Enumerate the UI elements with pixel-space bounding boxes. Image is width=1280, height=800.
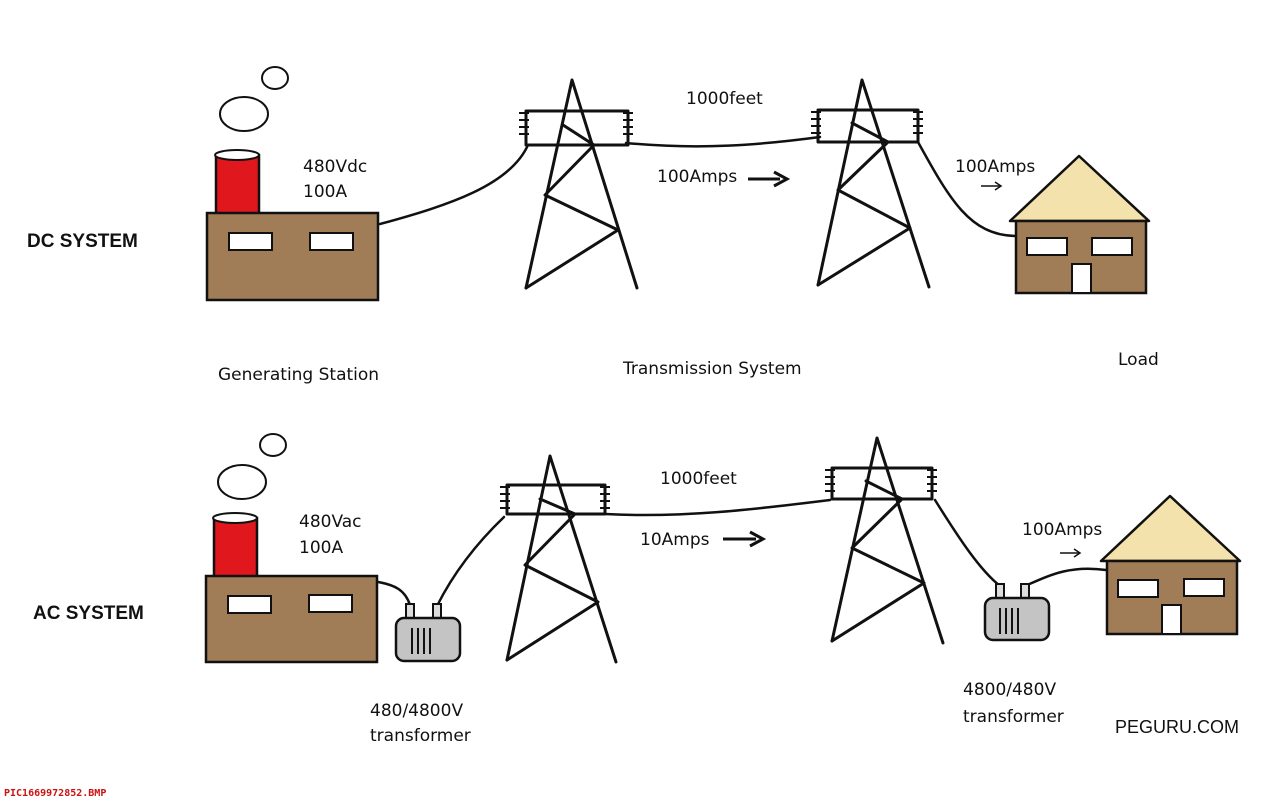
ac-step-up-rating: 480/4800V bbox=[370, 701, 463, 721]
dc-source-current: 100A bbox=[303, 182, 347, 202]
ac-step-up-label: transformer bbox=[370, 726, 471, 746]
dc-load-house bbox=[1008, 154, 1151, 295]
dc-system-label: DC SYSTEM bbox=[27, 231, 138, 252]
ac-station-building bbox=[204, 574, 379, 664]
caption-generating-station: Generating Station bbox=[218, 365, 379, 385]
dc-load-wire bbox=[916, 140, 1017, 238]
ac-load-current: 100Amps bbox=[1022, 520, 1102, 540]
ac-transformer-to-load-wire bbox=[1023, 567, 1108, 588]
dc-system: DC SYSTEM 480Vdc 100A bbox=[27, 66, 1151, 302]
ac-generating-station bbox=[204, 433, 379, 664]
ac-current-arrow-icon bbox=[723, 530, 767, 548]
ac-step-up-transformer-icon bbox=[394, 603, 462, 663]
dc-station-building bbox=[205, 211, 380, 302]
ac-load-house bbox=[1099, 494, 1242, 636]
ac-step-down-rating: 4800/480V bbox=[963, 680, 1056, 700]
ac-tower-2 bbox=[825, 436, 945, 645]
ac-chimney bbox=[212, 516, 259, 580]
ac-smoke-icon bbox=[217, 433, 287, 500]
ac-system-label: AC SYSTEM bbox=[33, 603, 144, 624]
dc-tower-1 bbox=[519, 78, 639, 290]
dc-source-voltage: 480Vdc bbox=[303, 157, 367, 177]
dc-chimney bbox=[214, 153, 261, 219]
dc-load-current: 100Amps bbox=[955, 157, 1035, 177]
ac-step-down-transformer-icon bbox=[983, 583, 1051, 642]
ac-tower-to-transformer-wire bbox=[933, 498, 1002, 588]
watermark: PEGURU.COM bbox=[1115, 717, 1239, 737]
filename-label: PIC1669972852.BMP bbox=[4, 788, 106, 799]
ac-step-down-label: transformer bbox=[963, 707, 1064, 727]
dc-span-length: 1000feet bbox=[686, 89, 763, 109]
ac-system: AC SYSTEM 480Vac 100A bbox=[33, 433, 1242, 746]
ac-line-current: 10Amps bbox=[640, 530, 710, 550]
ac-station-to-transformer-wire bbox=[376, 580, 412, 607]
ac-span-length: 1000feet bbox=[660, 469, 737, 489]
ac-tower-1 bbox=[500, 454, 618, 664]
caption-transmission-system: Transmission System bbox=[622, 359, 802, 379]
dc-line-current: 100Amps bbox=[657, 167, 737, 187]
ac-load-arrow-icon bbox=[1060, 548, 1082, 558]
dc-current-arrow-icon bbox=[748, 170, 791, 188]
dc-tower-2 bbox=[811, 78, 931, 289]
caption-load: Load bbox=[1118, 350, 1159, 370]
dc-feeder-wire bbox=[378, 143, 530, 226]
dc-generating-station bbox=[205, 66, 380, 302]
dc-transmission-line bbox=[624, 135, 822, 148]
ac-source-voltage: 480Vac bbox=[299, 512, 362, 532]
ac-transmission-line bbox=[603, 498, 832, 517]
ac-source-current: 100A bbox=[299, 538, 343, 558]
dc-smoke-icon bbox=[219, 66, 289, 132]
ac-transformer-to-tower-wire bbox=[435, 515, 506, 608]
dc-load-arrow-icon bbox=[981, 181, 1003, 191]
